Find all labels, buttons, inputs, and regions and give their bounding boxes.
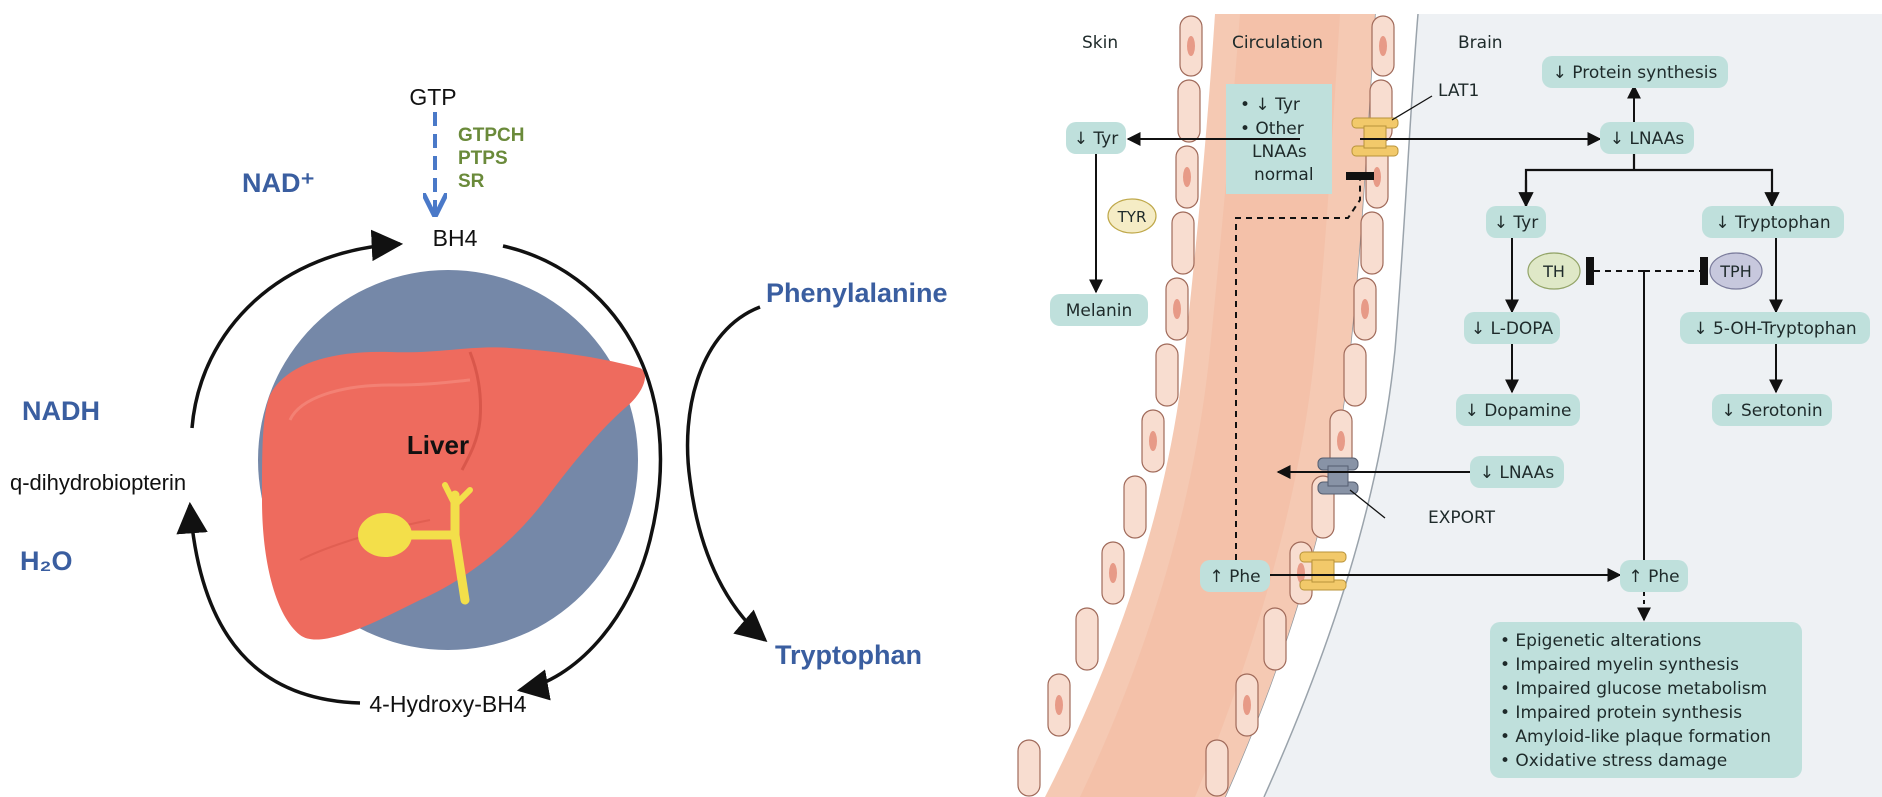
serotonin-label: ↓ Serotonin (1721, 401, 1822, 421)
circ-box-line-2: • Other (1240, 119, 1304, 139)
tph-enzyme-node (1709, 252, 1763, 290)
effect-item: • Impaired protein synthesis (1500, 703, 1742, 723)
effect-item: • Oxidative stress damage (1500, 751, 1727, 771)
th-enzyme-node (1527, 252, 1581, 290)
melanin-label: Melanin (1066, 301, 1133, 321)
right-panel: Skin Circulation Brain • ↓ Tyr • Other L… (1017, 13, 1882, 797)
hydroxy-bh4-label: 4-Hydroxy-BH4 (369, 691, 526, 717)
brain-phe-label: ↑ Phe (1628, 567, 1679, 587)
th-enzyme-label: TH (1542, 262, 1565, 281)
ldopa-node (1464, 312, 1560, 344)
enzyme-sr-label: SR (458, 171, 485, 192)
h2o-label: H₂O (20, 546, 73, 576)
circulation-region-label: Circulation (1232, 33, 1323, 53)
circ-box-line-3: LNAAs (1252, 142, 1307, 162)
export-lnaas-node (1470, 456, 1564, 488)
circulation-phe-label: ↑ Phe (1209, 567, 1260, 587)
protein-synthesis-label: ↓ Protein synthesis (1553, 63, 1718, 83)
lat1-transporter-icon (1351, 117, 1399, 157)
effect-item: • Impaired glucose metabolism (1500, 679, 1767, 699)
brain-tyr-label: ↓ Tyr (1494, 213, 1538, 233)
cycle-arc-top-left (190, 229, 404, 429)
vessel-inner-shade (1080, 14, 1340, 797)
tyr-enzyme-label: TYR (1117, 208, 1147, 226)
cycle-arc-bottom-left (176, 501, 361, 705)
brain-tyr-node (1486, 206, 1546, 238)
brain-phe-node (1620, 560, 1688, 592)
lat1-label: LAT1 (1438, 81, 1479, 101)
skin-tyr-label: ↓ Tyr (1074, 129, 1118, 149)
effect-item: • Impaired myelin synthesis (1500, 655, 1739, 675)
phe-transporter-icon (1299, 551, 1347, 591)
gtp-label: GTP (409, 84, 456, 110)
q-dihydrobiopterin-label: q-dihydrobiopterin (10, 470, 186, 495)
brain-membrane-line (1263, 13, 1419, 797)
effects-box (1490, 622, 1802, 778)
phe-to-trp-arc (685, 305, 768, 643)
export-label: EXPORT (1428, 508, 1496, 528)
gallbladder-icon (358, 482, 473, 605)
effect-item: • Amyloid-like plaque formation (1500, 727, 1771, 747)
bh4-label: BH4 (433, 225, 478, 251)
cycle-arc-right (502, 244, 663, 701)
liver-label: Liver (407, 430, 469, 460)
effect-item: • Epigenetic alterations (1500, 631, 1702, 651)
nad-plus-label: NAD⁺ (242, 168, 315, 198)
phe-inhibits-lat1-dashed (1235, 172, 1374, 560)
left-panel: Liver NAD⁺ GTP GTPCH PTPS SR BH4 NADH q-… (10, 84, 948, 717)
tyr-enzyme-node (1107, 198, 1157, 234)
tryptophan-label: Tryptophan (775, 640, 922, 670)
nadh-label: NADH (22, 396, 100, 426)
melanin-node (1050, 294, 1148, 326)
circ-box-line-1: • ↓ Tyr (1240, 95, 1300, 115)
skin-region-label: Skin (1082, 33, 1118, 53)
tryptophan-node-label: ↓ Tryptophan (1715, 213, 1830, 233)
tryptophan-node (1702, 206, 1844, 238)
cell-nuclei (1055, 36, 1387, 715)
dopamine-label: ↓ Dopamine (1465, 401, 1572, 421)
brain-lnaas-node (1600, 122, 1694, 154)
brain-region-label: Brain (1458, 33, 1503, 53)
protein-synthesis-node (1542, 56, 1728, 88)
phenylalanine-label: Phenylalanine (766, 278, 948, 308)
export-leader-line (1349, 489, 1386, 519)
brain-lnaas-label: ↓ LNAAs (1610, 129, 1685, 149)
liver-illustration (262, 347, 645, 640)
enzyme-ptps-label: PTPS (458, 148, 508, 169)
lat1-leader-line (1391, 95, 1433, 121)
export-lnaas-label: ↓ LNAAs (1480, 463, 1555, 483)
circulation-phe-node (1200, 560, 1270, 592)
oh-tryptophan-label: ↓ 5-OH-Tryptophan (1693, 319, 1856, 339)
enzyme-gtpch-label: GTPCH (458, 125, 525, 146)
effects-list: • Epigenetic alterations • Impaired myel… (1500, 631, 1771, 771)
tph-enzyme-label: TPH (1719, 262, 1751, 281)
ldopa-label: ↓ L-DOPA (1471, 319, 1554, 339)
circ-box-line-4: normal (1254, 165, 1314, 185)
oh-tryptophan-node (1680, 312, 1870, 344)
dopamine-node (1456, 394, 1580, 426)
skin-tyr-node (1066, 122, 1126, 154)
serotonin-node (1712, 394, 1832, 426)
